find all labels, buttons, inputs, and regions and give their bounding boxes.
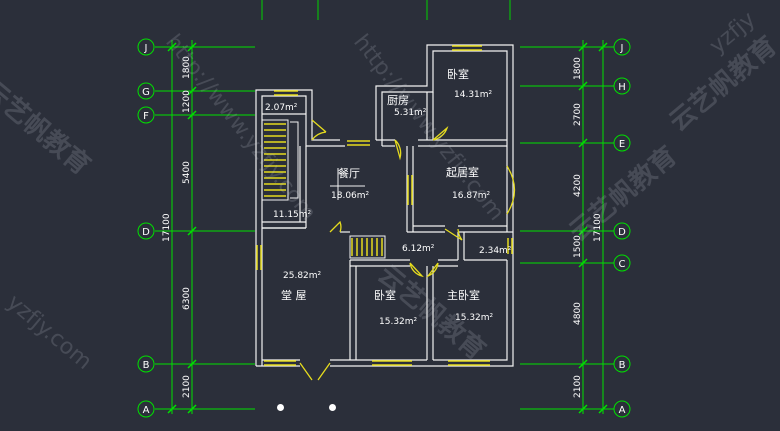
left-dimension-values: 1800 1200 5400 6300 2100 17100 bbox=[162, 56, 192, 398]
right-dim-1500: 1500 bbox=[573, 235, 583, 258]
room-kitchen-area: 5.31m² bbox=[394, 108, 427, 118]
left-grid-bubbles bbox=[137, 38, 155, 418]
room-closet-area: 2.34m² bbox=[479, 246, 512, 256]
left-dimension-lines bbox=[155, 40, 255, 414]
right-grid-E: E bbox=[619, 139, 625, 150]
right-dim-1800: 1800 bbox=[573, 57, 583, 80]
room-bedroom-bottom-area: 15.32m² bbox=[379, 317, 418, 327]
room-dining-area: 18.06m² bbox=[331, 191, 370, 201]
left-dim-2100: 2100 bbox=[182, 375, 192, 398]
right-dim-4800: 4800 bbox=[573, 302, 583, 325]
right-grid-A: A bbox=[619, 405, 626, 416]
left-grid-F: F bbox=[143, 111, 149, 122]
right-dimension-values: 1800 2700 4200 1500 4800 2100 17100 bbox=[573, 57, 603, 398]
room-living-name: 起居室 bbox=[446, 165, 479, 179]
right-dim-4200: 4200 bbox=[573, 174, 583, 197]
right-grid-labels: J H E D C B A bbox=[618, 43, 626, 416]
room-master-bedroom-name: 主卧室 bbox=[447, 288, 480, 302]
room-labels: 卧室 14.31m² 厨房 5.31m² 2.07m² 餐厅 18.06m² 起… bbox=[265, 67, 512, 327]
room-living-area: 16.87m² bbox=[452, 191, 491, 201]
left-grid-labels: J G F D B A bbox=[142, 43, 150, 416]
room-hall-area: 6.12m² bbox=[402, 244, 435, 254]
left-grid-B: B bbox=[143, 360, 150, 371]
left-dim-6300: 6300 bbox=[182, 287, 192, 310]
right-dim-2700: 2700 bbox=[573, 103, 583, 126]
right-grid-B: B bbox=[619, 360, 626, 371]
room-master-bedroom-area: 15.32m² bbox=[455, 313, 494, 323]
left-grid-D: D bbox=[142, 227, 150, 238]
right-grid-C: C bbox=[619, 259, 626, 270]
pager-dot-1[interactable] bbox=[277, 404, 284, 411]
room-kitchen-name: 厨房 bbox=[387, 94, 409, 107]
right-grid-J: J bbox=[620, 43, 624, 54]
right-grid-H: H bbox=[618, 82, 626, 93]
right-dim-2100: 2100 bbox=[573, 375, 583, 398]
room-main-hall-name: 堂 屋 bbox=[281, 289, 307, 302]
carousel-pager bbox=[0, 400, 780, 416]
right-dim-total: 17100 bbox=[593, 213, 603, 242]
room-small-area: 2.07m² bbox=[265, 103, 298, 113]
room-dining-name: 餐厅 bbox=[338, 166, 360, 180]
right-dimension-lines bbox=[520, 40, 614, 414]
walls bbox=[255, 44, 514, 367]
top-axis-ticks bbox=[261, 0, 511, 20]
stair-outline bbox=[290, 121, 386, 259]
stair-treads bbox=[264, 123, 383, 256]
right-dimension-ticks bbox=[578, 42, 608, 414]
left-dim-5400: 5400 bbox=[182, 161, 192, 184]
left-grid-J: J bbox=[144, 43, 148, 54]
left-dim-1200: 1200 bbox=[182, 90, 192, 113]
room-bedroom-top-area: 14.31m² bbox=[454, 90, 493, 100]
left-dim-1800: 1800 bbox=[182, 56, 192, 79]
right-grid-bubbles bbox=[613, 38, 631, 418]
room-bedroom-bottom-name: 卧室 bbox=[374, 288, 396, 302]
room-bedroom-top-name: 卧室 bbox=[447, 67, 469, 81]
room-main-hall-area: 25.82m² bbox=[283, 271, 322, 281]
right-grid-D: D bbox=[618, 227, 626, 238]
left-grid-A: A bbox=[143, 405, 150, 416]
doors bbox=[299, 119, 516, 381]
left-dimension-ticks bbox=[167, 42, 197, 414]
room-stair-area: 11.15m² bbox=[273, 210, 312, 220]
pager-dot-2[interactable] bbox=[329, 404, 336, 411]
windows bbox=[256, 45, 513, 366]
left-grid-G: G bbox=[142, 87, 150, 98]
left-dim-total: 17100 bbox=[162, 213, 172, 242]
dining-crosshair bbox=[330, 168, 365, 200]
